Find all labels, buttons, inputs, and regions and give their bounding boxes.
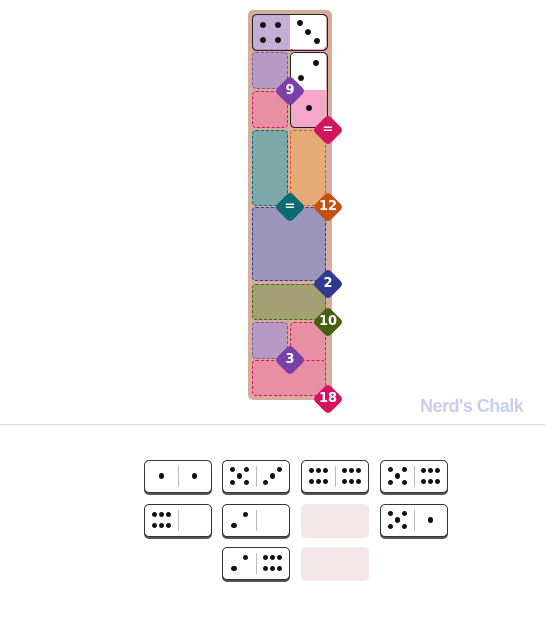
domino-pip <box>165 522 172 529</box>
domino-pip <box>242 554 248 561</box>
watermark-logo: Nerd's Chalk <box>420 396 524 416</box>
domino-pip <box>420 478 427 485</box>
domino-pip <box>394 473 401 479</box>
domino-pip <box>427 467 434 474</box>
domino-pip <box>401 479 408 486</box>
domino-pip <box>348 478 355 485</box>
domino-pip <box>420 467 427 474</box>
domino-pip <box>243 479 250 486</box>
badge-label: = <box>322 122 334 137</box>
domino-pip <box>276 466 283 473</box>
domino-divider <box>178 510 179 531</box>
tray-domino[interactable] <box>222 460 290 493</box>
divider <box>0 424 545 425</box>
board-cell[interactable] <box>252 130 288 206</box>
domino-divider <box>414 466 415 487</box>
tray-domino[interactable] <box>144 504 212 537</box>
badge-label: 3 <box>285 352 295 367</box>
board-cell[interactable] <box>290 130 326 206</box>
domino-pip <box>269 554 276 561</box>
domino-pip <box>387 479 394 486</box>
domino-pip <box>434 478 441 485</box>
domino-pip <box>165 511 172 518</box>
badge-label: 12 <box>318 199 338 214</box>
domino-pip <box>229 466 236 473</box>
board-cell[interactable] <box>252 284 326 320</box>
domino-pip <box>276 565 283 572</box>
badge-label: 10 <box>318 314 338 329</box>
domino-pip <box>158 473 165 479</box>
domino-pip <box>427 517 434 523</box>
domino-pip <box>229 479 236 486</box>
domino-divider <box>256 466 257 487</box>
domino-pip <box>434 467 441 474</box>
domino-pip <box>151 522 158 529</box>
domino-pip <box>242 511 248 518</box>
empty-tray-slot <box>301 547 369 581</box>
domino-pip <box>387 466 394 473</box>
domino-pip <box>322 478 329 485</box>
domino-pip <box>315 467 322 474</box>
tray-domino[interactable] <box>144 460 212 493</box>
tray-domino[interactable] <box>380 460 448 493</box>
domino-pip <box>236 473 243 479</box>
domino-pip <box>262 565 269 572</box>
domino-pip <box>231 565 237 572</box>
domino-pip <box>231 522 237 529</box>
domino-pip <box>341 478 348 485</box>
domino-pip <box>387 510 394 517</box>
domino-divider <box>414 510 415 531</box>
domino-pip <box>262 479 269 486</box>
domino-pip <box>387 523 394 530</box>
domino-pip <box>158 522 165 529</box>
tray-domino[interactable] <box>222 504 290 537</box>
domino-pip <box>427 478 434 485</box>
domino-divider <box>256 510 257 531</box>
domino-pip <box>262 554 269 561</box>
empty-tray-slot <box>301 504 369 538</box>
domino-pip <box>355 478 362 485</box>
domino-pip <box>269 565 276 572</box>
domino-pip <box>315 478 322 485</box>
tray-domino[interactable] <box>222 547 290 580</box>
badge-label: 2 <box>323 276 333 291</box>
domino-pip <box>158 511 165 518</box>
domino-pip <box>394 517 401 523</box>
badge-label: 9 <box>285 83 295 98</box>
domino-divider <box>178 466 179 487</box>
domino-pip <box>341 467 348 474</box>
domino-pip <box>355 467 362 474</box>
domino-pip <box>401 510 408 517</box>
domino-divider <box>335 466 336 487</box>
domino-pip <box>243 466 250 473</box>
domino-pip <box>401 523 408 530</box>
domino-pip <box>269 473 276 479</box>
placed-domino[interactable] <box>252 14 328 51</box>
domino-pip <box>322 467 329 474</box>
badge-label: = <box>284 199 296 214</box>
tray-domino[interactable] <box>301 460 369 493</box>
domino-pip <box>308 467 315 474</box>
badge-label: 18 <box>318 391 338 406</box>
domino-pip <box>151 511 158 518</box>
domino-pip <box>191 473 198 479</box>
domino-pip <box>348 467 355 474</box>
domino-pip <box>401 466 408 473</box>
domino-divider <box>256 553 257 574</box>
domino-pip <box>276 554 283 561</box>
tray-domino[interactable] <box>380 504 448 537</box>
domino-pip <box>308 478 315 485</box>
